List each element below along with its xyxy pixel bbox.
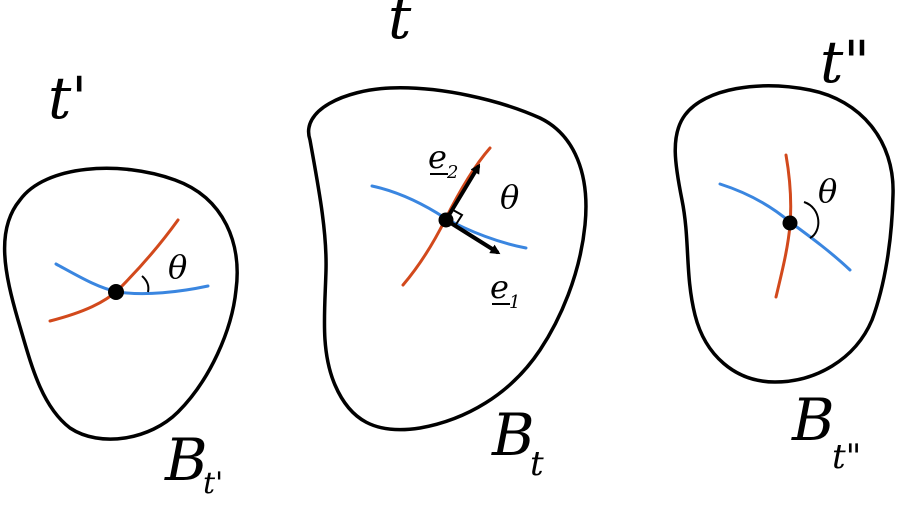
body-label-t: B — [491, 401, 535, 469]
angle-theta-t-double-prime: θ — [818, 172, 837, 210]
body-outline-t-double-prime — [673, 84, 895, 384]
vector-e1-arrow — [444, 218, 501, 255]
vector-e1-label: e — [490, 268, 509, 306]
panel-t-double-prime: t" θ B t" — [673, 28, 895, 477]
vector-e1-subscript: 1 — [509, 292, 520, 313]
body-label-t-prime: B — [164, 426, 208, 494]
angle-theta-t: θ — [500, 178, 519, 216]
vector-e2-label: e — [428, 138, 447, 176]
angle-theta-t-prime: θ — [168, 248, 187, 286]
vector-e2-arrow — [444, 163, 481, 222]
body-label-t-double-prime: B — [791, 386, 835, 454]
vector-e2-subscript: 2 — [446, 162, 458, 183]
time-label-t-prime: t' — [48, 64, 87, 132]
body-outline-t — [306, 86, 588, 432]
angle-arc-t-prime — [141, 275, 150, 293]
body-subscript-t: t — [530, 444, 544, 484]
body-outline-t-prime — [2, 166, 239, 441]
material-point-t-double-prime — [782, 215, 798, 231]
time-label-t-double-prime: t" — [820, 28, 870, 96]
angle-arc-t-double-prime — [803, 201, 820, 239]
body-subscript-t-double-prime: t" — [832, 437, 861, 477]
panel-t-prime: t' θ B t' — [2, 64, 239, 501]
right-angle-mark — [452, 209, 464, 227]
material-point-t — [438, 212, 454, 228]
material-point-t-prime — [108, 284, 124, 300]
body-subscript-t-prime: t' — [203, 466, 223, 501]
panel-t: t θ e 2 e 1 B t — [306, 0, 588, 484]
time-label-t: t — [388, 0, 412, 52]
